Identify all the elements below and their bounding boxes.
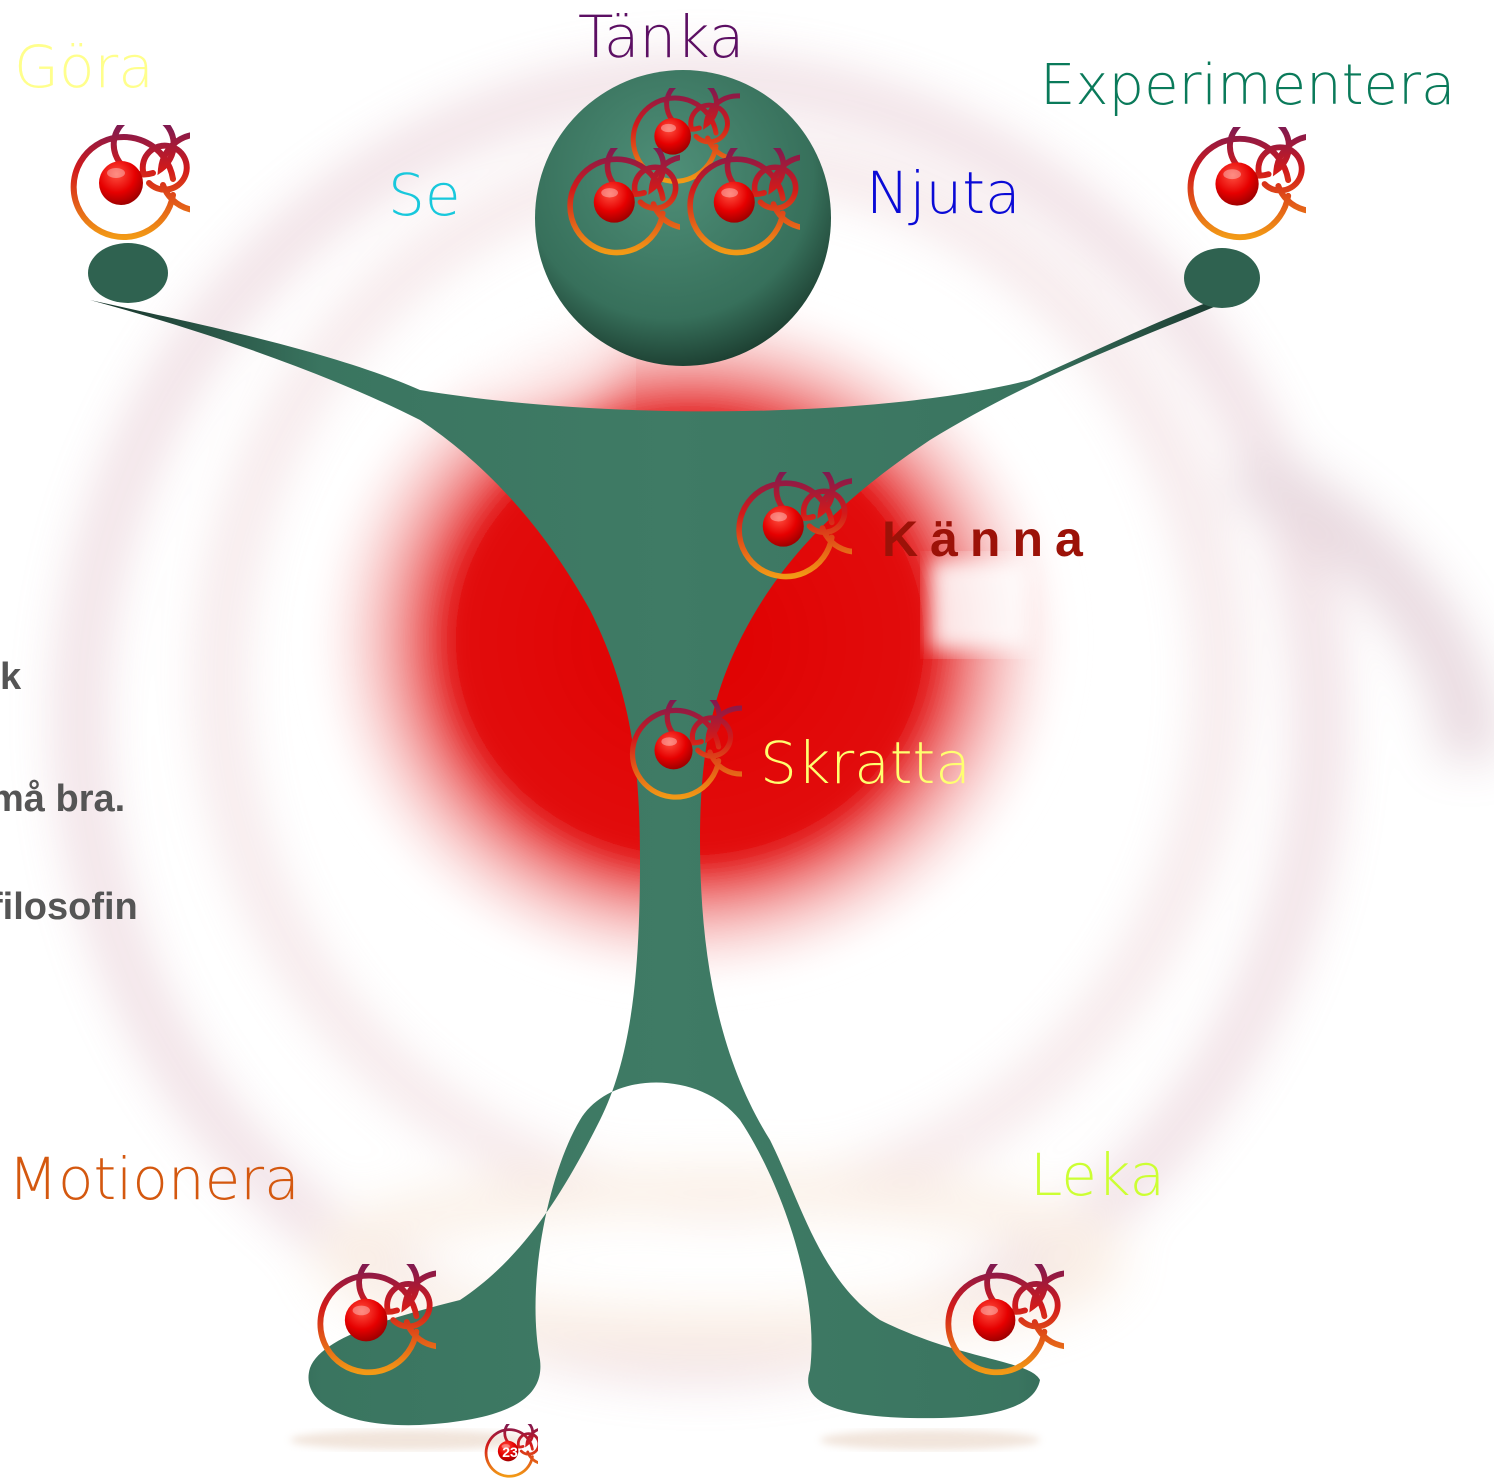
left-hand: [88, 243, 168, 303]
label-tanka: Tänka: [578, 8, 744, 66]
label-kanna: Känna: [882, 514, 1095, 564]
label-experimentera: Experimentera: [1040, 58, 1455, 114]
label-njuta: Njuta: [866, 164, 1021, 222]
side-text-line-1: k: [0, 658, 21, 696]
spiral-icon: [74, 114, 237, 237]
label-skratta: Skratta: [760, 734, 971, 792]
label-gora: Göra: [14, 38, 154, 96]
side-text-line-3: filosofin: [0, 888, 138, 926]
label-motionera: Motionera: [8, 1150, 300, 1208]
label-leka: Leka: [1030, 1146, 1165, 1204]
spiral-icon: [1191, 117, 1351, 237]
right-hand: [1184, 248, 1260, 308]
page-number: 23: [484, 1426, 536, 1478]
label-se: Se: [388, 166, 461, 224]
side-text-line-2: må bra.: [0, 780, 125, 818]
